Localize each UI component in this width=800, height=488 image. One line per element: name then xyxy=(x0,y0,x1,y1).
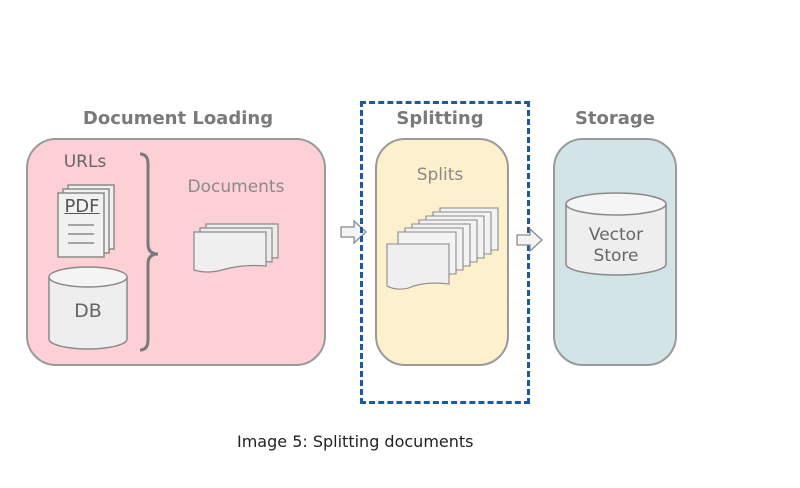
storage-heading: Storage xyxy=(574,108,656,129)
vector-store-label-line2: Store xyxy=(593,246,639,266)
vector-store-icon xyxy=(565,192,667,276)
figure-caption: Image 5: Splitting documents xyxy=(237,432,474,451)
pdf-document-icon xyxy=(57,184,115,258)
splits-label: Splits xyxy=(416,165,464,185)
db-label: DB xyxy=(74,300,102,322)
arrow-right-icon xyxy=(516,227,543,253)
pdf-label: PDF xyxy=(64,196,100,217)
brace-icon xyxy=(139,152,159,352)
database-icon xyxy=(48,266,128,350)
vector-store-label-line1: Vector xyxy=(588,225,644,245)
documents-stack-icon xyxy=(193,223,279,273)
splits-stack-icon xyxy=(386,207,499,290)
documents-label: Documents xyxy=(187,177,285,197)
document-loading-heading: Document Loading xyxy=(82,108,274,129)
split-page xyxy=(386,243,450,290)
splitting-highlight-frame xyxy=(360,101,530,404)
urls-label: URLs xyxy=(63,152,107,172)
splitting-heading: Splitting xyxy=(396,108,484,129)
